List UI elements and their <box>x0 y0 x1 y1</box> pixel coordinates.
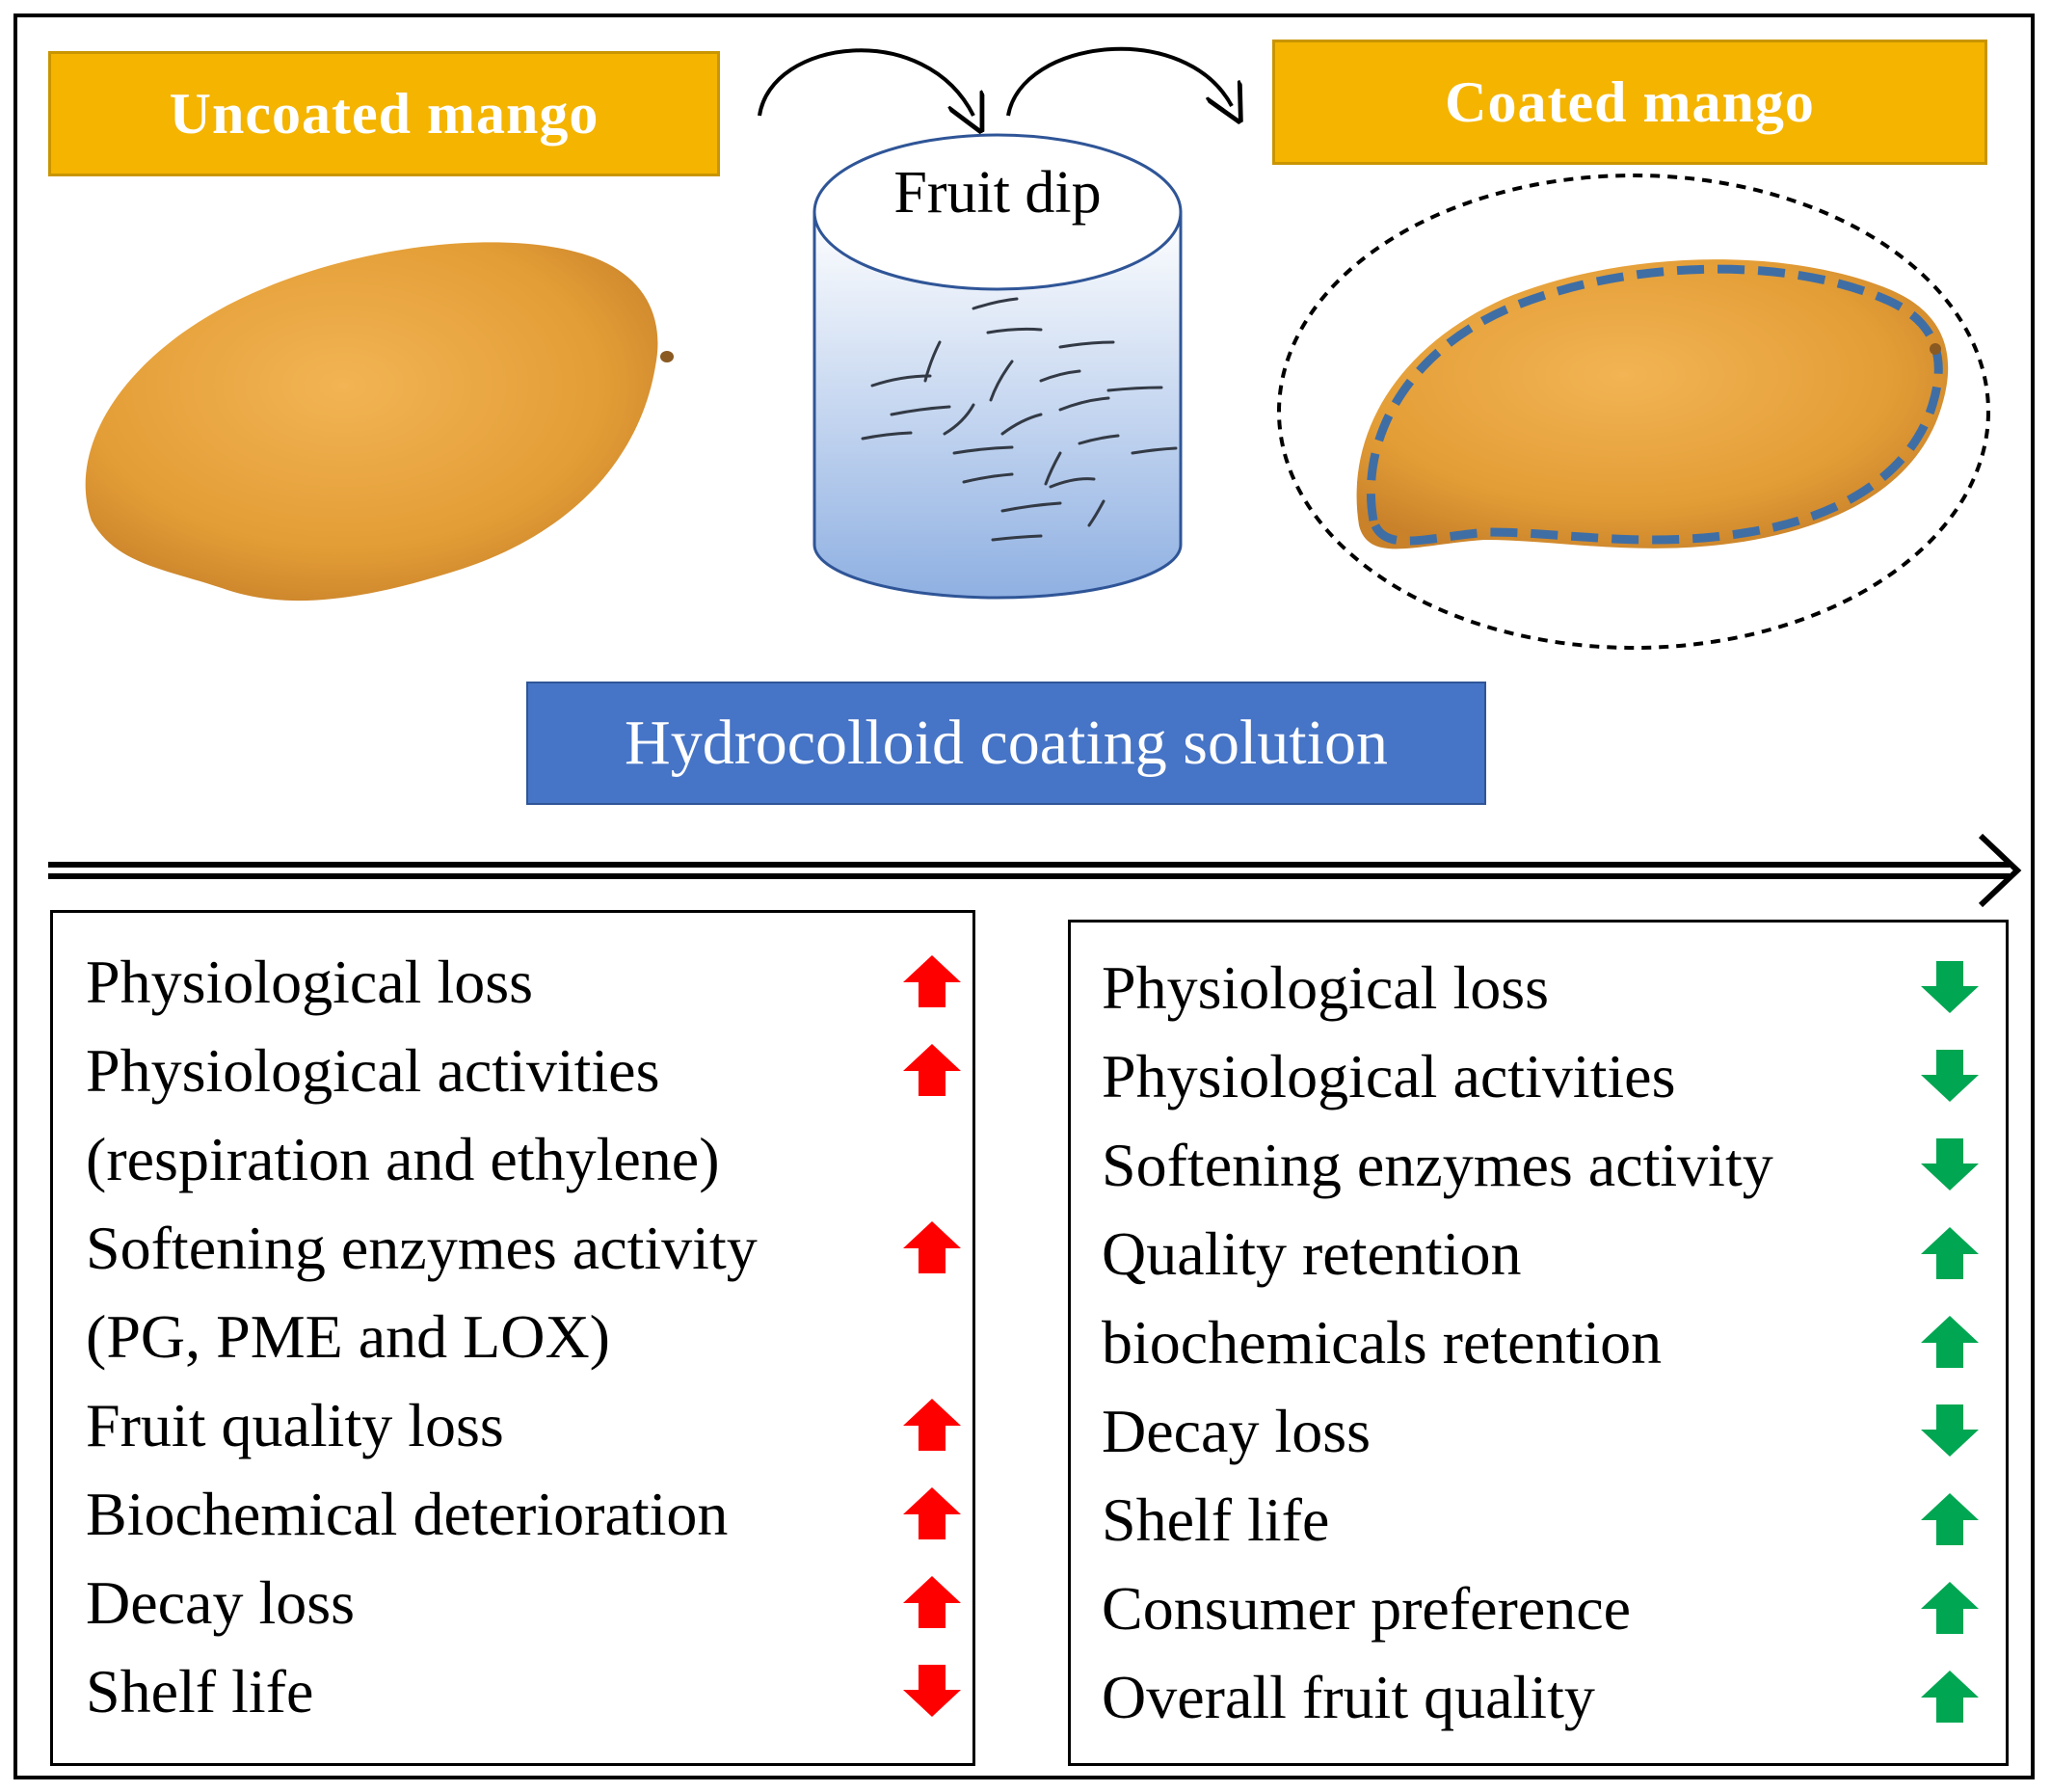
up-arrow-icon <box>1919 1225 1981 1281</box>
effect-row: (PG, PME and LOX) <box>86 1302 610 1371</box>
effect-row: Physiological loss <box>1102 953 1550 1022</box>
effect-row: Shelf life <box>86 1657 314 1725</box>
up-arrow-icon <box>901 1219 963 1275</box>
down-arrow-icon <box>901 1663 963 1719</box>
effect-row: Overall fruit quality <box>1102 1663 1595 1731</box>
effect-row: Physiological activities <box>86 1036 660 1105</box>
up-arrow-icon <box>1919 1669 1981 1725</box>
effect-row: Shelf life <box>1102 1485 1330 1554</box>
up-arrow-icon <box>901 953 963 1009</box>
uncoated-mango-text: Uncoated mango <box>169 81 599 146</box>
effect-row: Softening enzymes activity <box>1102 1131 1773 1199</box>
effect-row: Softening enzymes activity <box>86 1214 758 1282</box>
up-arrow-icon <box>1919 1491 1981 1547</box>
effect-row: Physiological activities <box>1102 1042 1676 1110</box>
effect-row: Decay loss <box>1102 1397 1372 1465</box>
hydrocolloid-solution-text: Hydrocolloid coating solution <box>625 708 1388 778</box>
effect-row: Quality retention <box>1102 1219 1522 1288</box>
down-arrow-icon <box>1919 1403 1981 1458</box>
effect-row: biochemicals retention <box>1102 1308 1663 1377</box>
effect-row: Physiological loss <box>86 948 534 1016</box>
down-arrow-icon <box>1919 959 1981 1015</box>
up-arrow-icon <box>1919 1314 1981 1370</box>
hydrocolloid-solution-label: Hydrocolloid coating solution <box>526 682 1486 805</box>
up-arrow-icon <box>901 1397 963 1453</box>
coated-mango-label: Coated mango <box>1272 40 1987 165</box>
figure-border <box>13 13 2035 1779</box>
up-arrow-icon <box>901 1485 963 1541</box>
down-arrow-icon <box>1919 1048 1981 1104</box>
up-arrow-icon <box>1919 1580 1981 1636</box>
up-arrow-icon <box>901 1042 963 1098</box>
up-arrow-icon <box>901 1574 963 1630</box>
effect-row: Fruit quality loss <box>86 1391 504 1459</box>
effect-row: Decay loss <box>86 1568 356 1637</box>
coated-mango-text: Coated mango <box>1445 69 1815 134</box>
uncoated-mango-label: Uncoated mango <box>48 51 720 176</box>
effect-row: Consumer preference <box>1102 1574 1632 1643</box>
down-arrow-icon <box>1919 1137 1981 1192</box>
effect-row: (respiration and ethylene) <box>86 1125 720 1193</box>
effect-row: Biochemical deterioration <box>86 1480 729 1548</box>
